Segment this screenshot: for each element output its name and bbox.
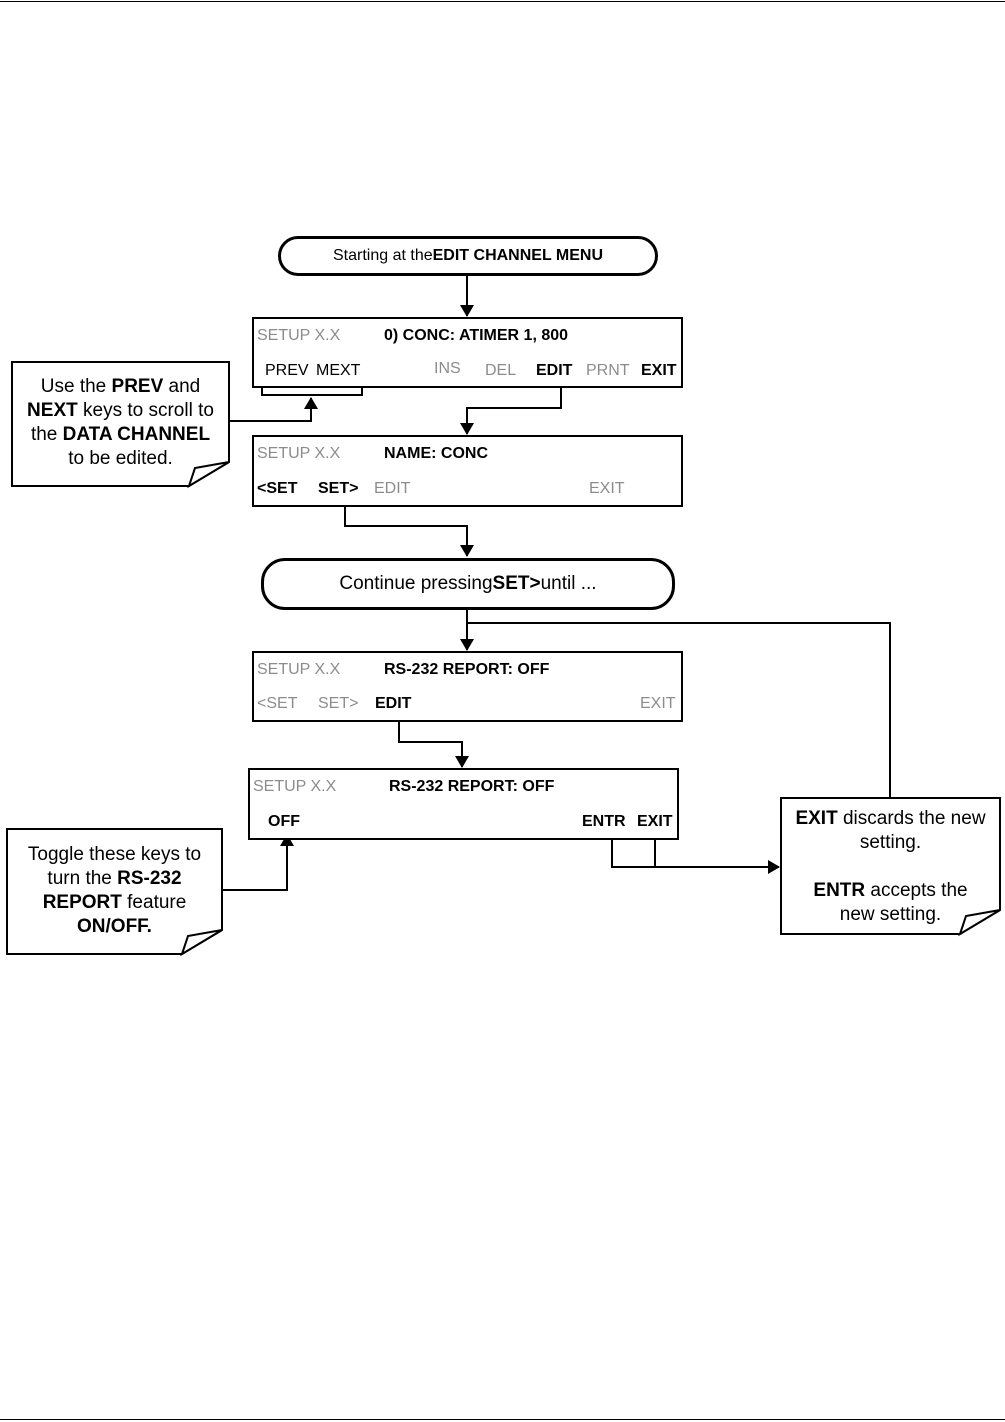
start-bold: EDIT CHANNEL MENU bbox=[432, 247, 603, 264]
note-left1-l1b: PREV bbox=[111, 376, 164, 397]
off-key[interactable]: OFF bbox=[268, 813, 300, 830]
screen4-message: RS-232 REPORT: OFF bbox=[389, 778, 555, 795]
screen1-message: 0) CONC: ATIMER 1, 800 bbox=[384, 327, 569, 344]
note-left1-l2b: keys to scroll to bbox=[77, 400, 214, 421]
note-left2-l3a: REPORT bbox=[42, 892, 122, 913]
ins-key[interactable]: INS bbox=[434, 360, 461, 377]
note-left1-line4: to be edited. bbox=[68, 448, 173, 469]
continue-terminal: Continue pressing SET> until ... bbox=[261, 558, 675, 610]
bottom-rule bbox=[0, 1419, 1005, 1420]
return-line-loop bbox=[467, 622, 891, 797]
screen2-title: SETUP X.X bbox=[257, 445, 341, 462]
edit-key[interactable]: EDIT bbox=[374, 480, 411, 497]
leader-prev-next-note bbox=[228, 397, 318, 422]
note-left1-fold bbox=[187, 461, 230, 489]
note-toggle-report: Toggle these keys to turn the RS-232 REP… bbox=[7, 843, 222, 939]
note-right-l1a: EXIT bbox=[795, 808, 838, 829]
note-left1-line3: the DATA CHANNEL bbox=[12, 423, 229, 447]
arrow-set-to-continue bbox=[344, 502, 474, 557]
note-right-line1: EXIT discards the new bbox=[781, 807, 1000, 831]
note-left2-fold bbox=[180, 929, 223, 957]
screen3-title: SETUP X.X bbox=[257, 661, 341, 678]
note-left2-l3b: feature bbox=[121, 892, 187, 913]
note-right-spacer bbox=[781, 855, 1000, 879]
note-left2-line3: REPORT feature bbox=[7, 891, 222, 915]
del-key[interactable]: DEL bbox=[485, 362, 517, 379]
note-left2-l2b: RS-232 bbox=[117, 868, 182, 889]
screen2-message: NAME: CONC bbox=[384, 445, 488, 462]
set-next-key[interactable]: SET> bbox=[318, 480, 359, 497]
set-prev-key[interactable]: <SET bbox=[257, 695, 298, 712]
continue-prefix: Continue pressing bbox=[339, 573, 493, 594]
exit-key[interactable]: EXIT bbox=[640, 695, 676, 712]
note-left2-line1: Toggle these keys to bbox=[27, 844, 202, 865]
screen4-title: SETUP X.X bbox=[253, 778, 337, 795]
bracket-prev-next bbox=[261, 382, 363, 396]
note-entr-exit: EXIT discards the new setting. ENTR acce… bbox=[781, 807, 1000, 927]
note-left1-line2: NEXT keys to scroll to bbox=[12, 399, 229, 423]
note-left1-l1a: Use the bbox=[40, 376, 112, 397]
note-left1-l1c: and bbox=[163, 376, 201, 397]
note-left2-l2a: turn the bbox=[47, 868, 118, 889]
display-screen-4: SETUP X.X RS-232 REPORT: OFF OFF ENTR EX… bbox=[248, 768, 679, 840]
top-rule bbox=[0, 1, 1005, 2]
note-left1-line1: Use the PREV and bbox=[12, 375, 229, 399]
note-left2-line4: ON/OFF. bbox=[7, 915, 222, 939]
note-left1-l2a: NEXT bbox=[27, 400, 78, 421]
note-right-fold bbox=[958, 909, 1001, 937]
start-terminal: Starting at the EDIT CHANNEL MENU bbox=[278, 236, 658, 276]
exit-key[interactable]: EXIT bbox=[589, 480, 625, 497]
note-left2-line2: turn the RS-232 bbox=[7, 867, 222, 891]
continue-bold: SET> bbox=[492, 573, 541, 594]
note-right-l3b: accepts the bbox=[865, 880, 968, 901]
note-right-line2: setting. bbox=[859, 832, 922, 853]
set-prev-key[interactable]: <SET bbox=[257, 480, 298, 497]
note-left1-l3b: DATA CHANNEL bbox=[62, 424, 211, 445]
note-left2-l4: ON/OFF. bbox=[77, 916, 152, 937]
note-right-l1b: discards the new bbox=[837, 808, 986, 829]
entr-key[interactable]: ENTR bbox=[582, 813, 626, 830]
display-screen-3: SETUP X.X RS-232 REPORT: OFF <SET SET> E… bbox=[252, 651, 683, 722]
screen1-title: SETUP X.X bbox=[257, 327, 341, 344]
edit-key[interactable]: EDIT bbox=[375, 695, 412, 712]
exit-key[interactable]: EXIT bbox=[637, 813, 673, 830]
edit-key[interactable]: EDIT bbox=[536, 362, 573, 379]
arrow-edit-to-screen4 bbox=[398, 719, 469, 768]
leader-toggle-note bbox=[222, 834, 294, 891]
note-left1-l3a: the bbox=[30, 424, 63, 445]
note-right-line4: new setting. bbox=[839, 904, 942, 925]
exit-key[interactable]: EXIT bbox=[641, 362, 677, 379]
prnt-key[interactable]: PRNT bbox=[586, 362, 630, 379]
continue-suffix: until ... bbox=[540, 573, 597, 594]
note-right-line3: ENTR accepts the bbox=[781, 879, 1000, 903]
set-next-key[interactable]: SET> bbox=[318, 695, 359, 712]
display-screen-2: SETUP X.X NAME: CONC <SET SET> EDIT EXIT bbox=[252, 435, 683, 507]
note-right-l3a: ENTR bbox=[813, 880, 866, 901]
start-prefix: Starting at the bbox=[333, 247, 433, 264]
next-key[interactable]: MEXT bbox=[316, 362, 361, 379]
note-scroll-channels: Use the PREV and NEXT keys to scroll to … bbox=[12, 375, 229, 471]
arrow-edit-to-screen2 bbox=[460, 386, 562, 435]
display-screen-1: SETUP X.X 0) CONC: ATIMER 1, 800 PREV ME… bbox=[252, 317, 683, 388]
prev-key[interactable]: PREV bbox=[265, 362, 309, 379]
screen3-message: RS-232 REPORT: OFF bbox=[384, 661, 550, 678]
